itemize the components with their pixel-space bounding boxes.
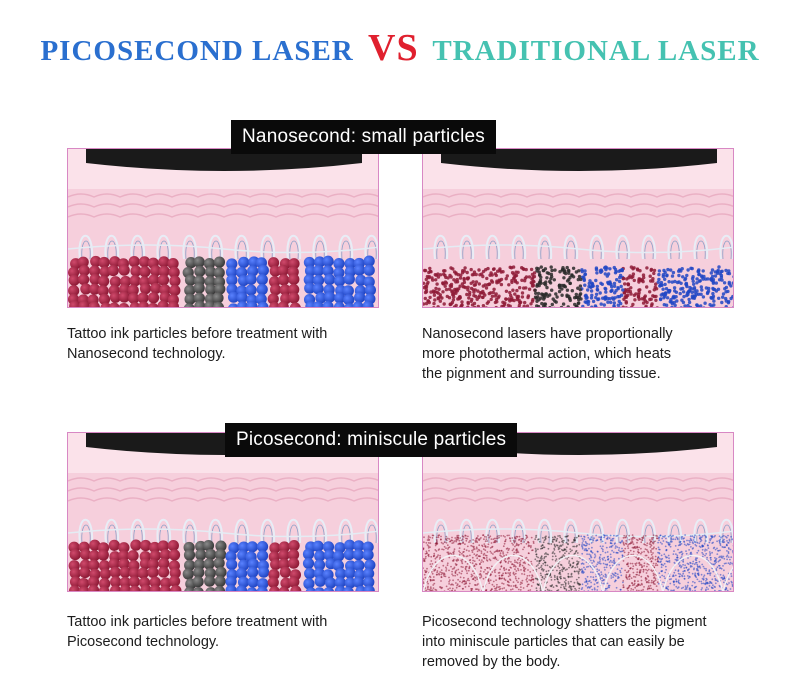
nano-after-caption: Nanosecond lasers have proportionally mo… (422, 326, 673, 382)
picosecond-banner: Picosecond: miniscule particles (225, 423, 518, 457)
pico-before-caption: Tattoo ink particles before treatment wi… (67, 614, 328, 650)
pico-before-illustration (67, 432, 379, 592)
nano-before-caption: Tattoo ink particles before treatment wi… (67, 326, 328, 362)
title-picosecond: PICOSECOND LASER (40, 35, 354, 67)
nanosecond-section: Nanosecond: small particles Tattoo ink p… (67, 120, 734, 382)
skin-ink-before-svg (68, 149, 378, 307)
nano-after-illustration (422, 148, 734, 308)
pico-after-caption: Picosecond technology shatters the pigme… (422, 614, 707, 670)
nanosecond-banner: Nanosecond: small particles (231, 120, 497, 154)
page-title: PICOSECOND LASER VS TRADITIONAL LASER (0, 26, 800, 70)
nano-before-illustration (67, 148, 379, 308)
title-vs: VS (368, 27, 419, 69)
title-traditional: TRADITIONAL LASER (432, 35, 760, 67)
laser-handpiece-shape (441, 149, 717, 171)
laser-handpiece-shape (86, 149, 362, 171)
skin-ink-after-nano-svg (423, 149, 733, 307)
skin-ink-before-svg (68, 433, 378, 591)
pico-after-illustration (422, 432, 734, 592)
skin-ink-after-pico-svg (423, 433, 733, 591)
